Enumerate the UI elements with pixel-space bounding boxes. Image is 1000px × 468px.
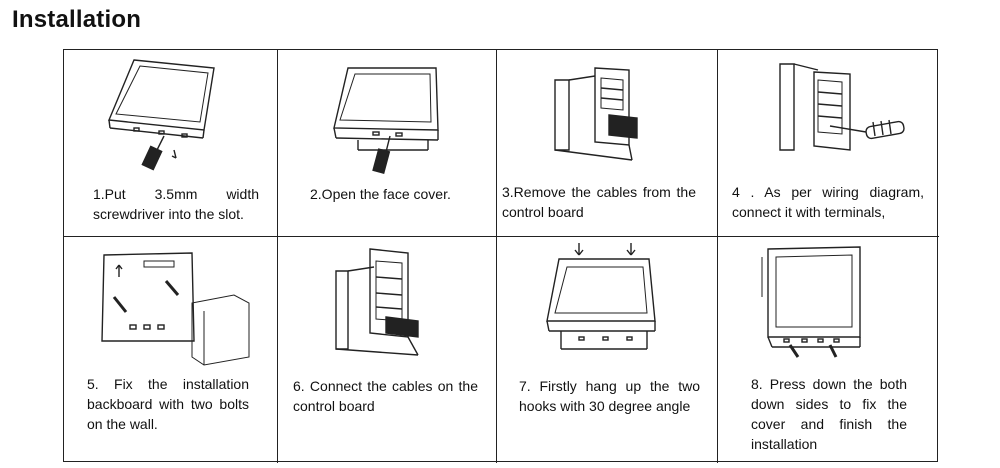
step-6-illustration xyxy=(278,237,496,372)
step-8-illustration xyxy=(718,237,939,372)
step-5-illustration xyxy=(64,237,277,372)
step-2-cell: 2.Open the face cover. xyxy=(278,50,497,237)
step-1-illustration xyxy=(64,50,277,180)
step-4-cell: 4 . As per wiring diagram, connect it wi… xyxy=(718,50,939,237)
installation-steps-grid: 1.Put 3.5mm width screwdriver into the s… xyxy=(63,49,939,463)
step-2-caption: 2.Open the face cover. xyxy=(310,186,451,202)
step-3-caption: 3.Remove the cables from the control boa… xyxy=(502,184,696,220)
step-8-caption: 8. Press down the both down sides to fix… xyxy=(751,376,907,452)
step-6-cell: 6. Connect the cables on the control boa… xyxy=(278,237,497,463)
page-title: Installation xyxy=(12,6,142,33)
step-4-caption: 4 . As per wiring diagram, connect it wi… xyxy=(732,184,924,220)
step-7-cell: 7. Firstly hang up the two hooks with 30… xyxy=(497,237,718,463)
step-1-cell: 1.Put 3.5mm width screwdriver into the s… xyxy=(64,50,278,237)
step-8-cell: 8. Press down the both down sides to fix… xyxy=(718,237,939,463)
step-6-caption: 6. Connect the cables on the control boa… xyxy=(293,378,478,414)
step-3-cell: 3.Remove the cables from the control boa… xyxy=(497,50,718,237)
step-1-caption: 1.Put 3.5mm width screwdriver into the s… xyxy=(93,186,259,222)
step-7-illustration xyxy=(497,237,717,372)
step-5-caption: 5. Fix the installation backboard with t… xyxy=(87,376,249,432)
step-2-illustration xyxy=(278,50,496,185)
step-3-illustration xyxy=(497,50,717,180)
step-4-illustration xyxy=(718,50,939,180)
step-5-cell: 5. Fix the installation backboard with t… xyxy=(64,237,278,463)
step-7-caption: 7. Firstly hang up the two hooks with 30… xyxy=(519,378,700,414)
